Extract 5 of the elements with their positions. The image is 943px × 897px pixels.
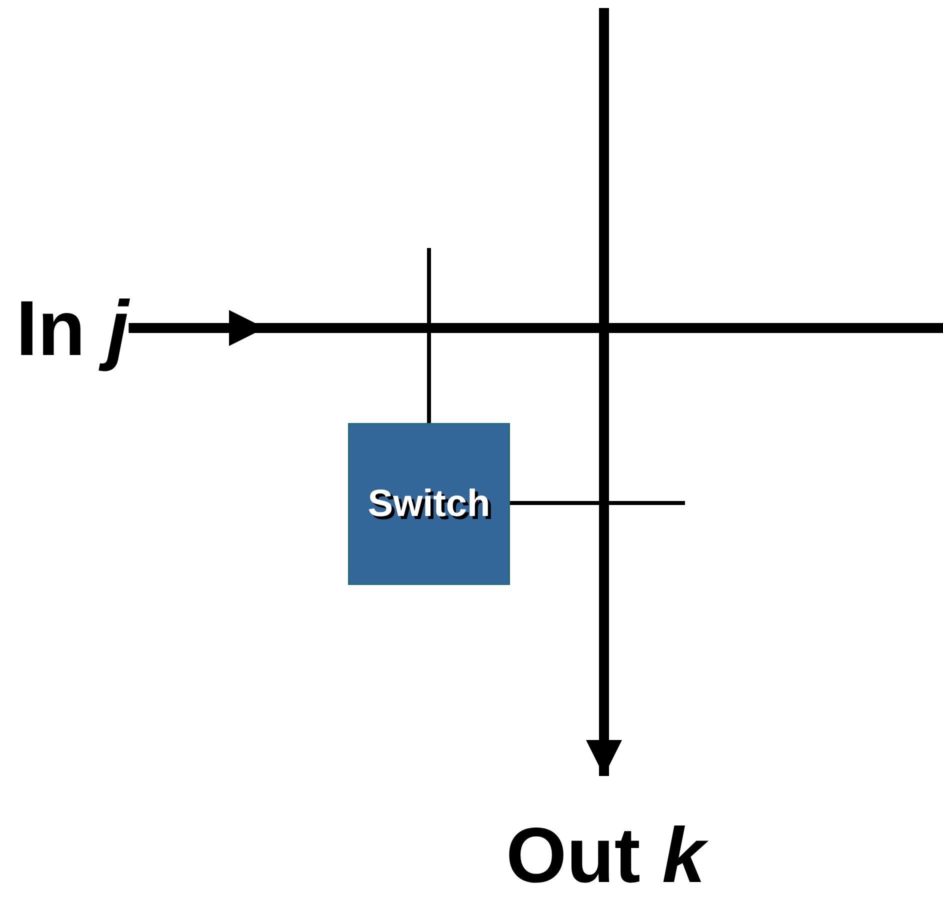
connector-line [510,501,685,505]
connector-line [427,248,431,423]
arrow [128,310,265,346]
arrow [586,8,622,776]
switch-box: Switch [348,423,510,585]
